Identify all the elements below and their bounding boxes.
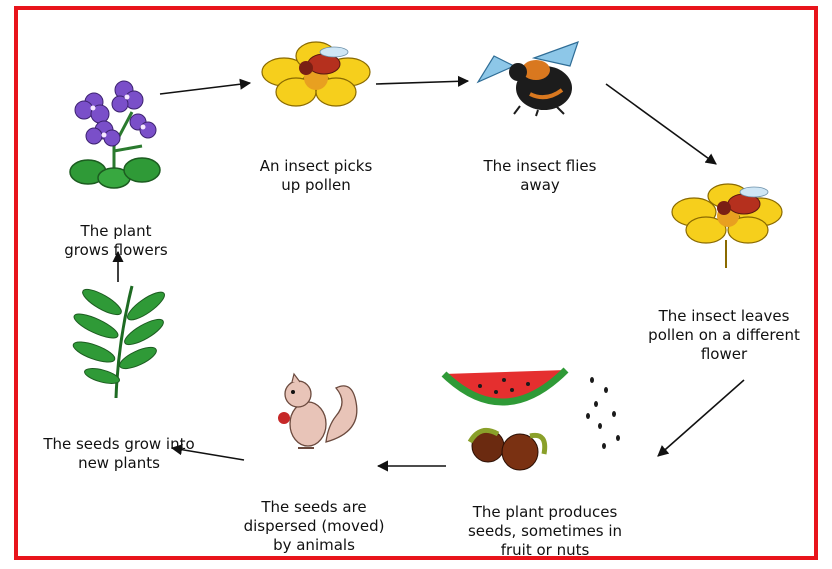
arrow-dispersed-to-grow [172, 448, 244, 460]
arrow-flies-to-leaves [606, 84, 716, 164]
arrow-pickup-to-flies [376, 81, 468, 84]
arrow-leaves-to-produces [658, 380, 744, 456]
arrow-flowers-to-pickup [160, 83, 250, 94]
